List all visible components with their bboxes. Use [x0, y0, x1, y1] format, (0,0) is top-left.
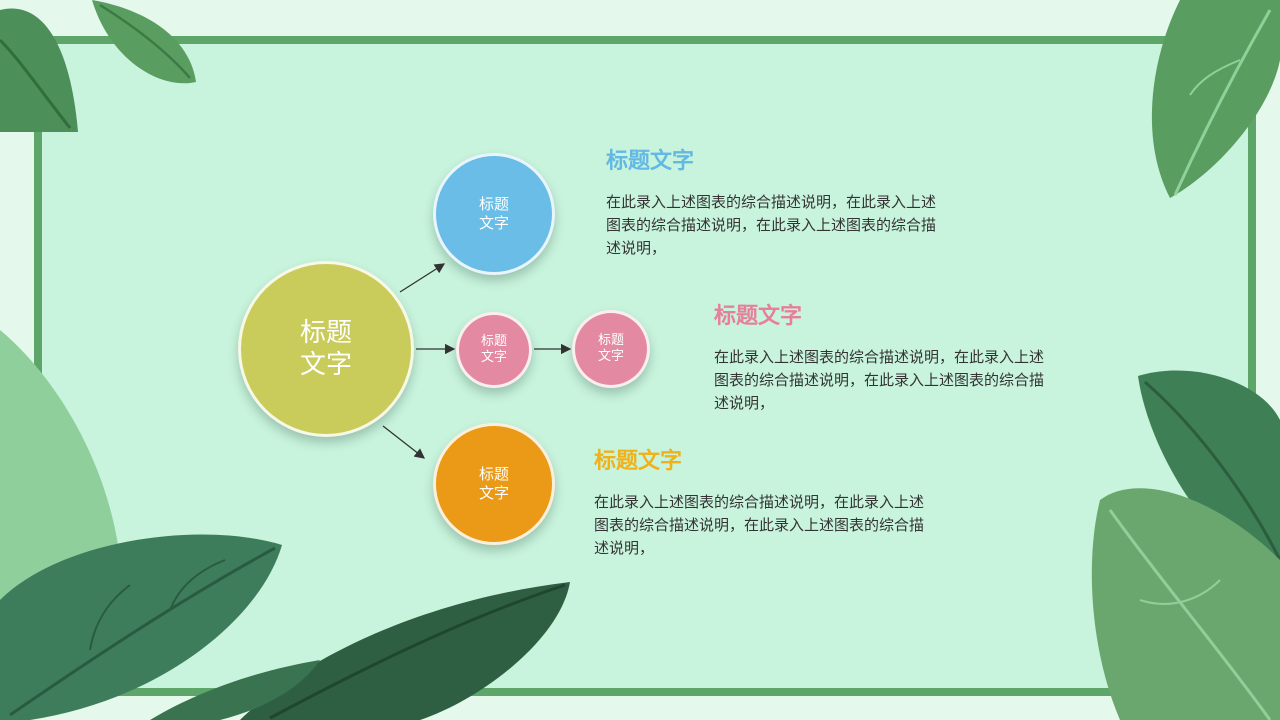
middle-node-1[interactable]: 标题 文字	[456, 312, 532, 388]
text-block-middle: 标题文字 在此录入上述图表的综合描述说明，在此录入上述图表的综合描述说明，在此录…	[714, 298, 1054, 415]
middle-node-1-label: 标题 文字	[480, 333, 507, 365]
center-node-label: 标题 文字	[299, 317, 352, 381]
text-block-bottom-heading[interactable]: 标题文字	[594, 449, 683, 474]
top-node[interactable]: 标题 文字	[433, 153, 555, 275]
text-block-middle-description[interactable]: 在此录入上述图表的综合描述说明，在此录入上述图表的综合描述说明，在此录入上述图表…	[714, 348, 1045, 412]
panel-frame	[34, 36, 1256, 696]
top-node-label: 标题 文字	[478, 195, 509, 232]
leaf-top-left	[0, 8, 78, 133]
leaf-right-middle	[1138, 370, 1280, 580]
text-block-top-heading[interactable]: 标题文字	[606, 149, 695, 174]
text-block-top-description[interactable]: 在此录入上述图表的综合描述说明，在此录入上述图表的综合描述说明，在此录入上述图表…	[606, 193, 937, 257]
leaf-left-light	[0, 330, 120, 620]
bottom-node-label: 标题 文字	[478, 465, 509, 502]
text-block-top: 标题文字 在此录入上述图表的综合描述说明，在此录入上述图表的综合描述说明，在此录…	[606, 143, 946, 260]
text-block-bottom: 标题文字 在此录入上述图表的综合描述说明，在此录入上述图表的综合描述说明，在此录…	[594, 443, 934, 560]
text-block-middle-heading[interactable]: 标题文字	[714, 304, 803, 329]
leaf-right-bottom	[1091, 488, 1280, 720]
center-node[interactable]: 标题 文字	[238, 261, 414, 437]
leaf-top-left-2	[92, 0, 196, 84]
text-block-bottom-description[interactable]: 在此录入上述图表的综合描述说明，在此录入上述图表的综合描述说明，在此录入上述图表…	[594, 493, 925, 557]
middle-node-2[interactable]: 标题 文字	[572, 310, 650, 388]
bottom-node[interactable]: 标题 文字	[433, 423, 555, 545]
middle-node-2-label: 标题 文字	[597, 332, 624, 364]
